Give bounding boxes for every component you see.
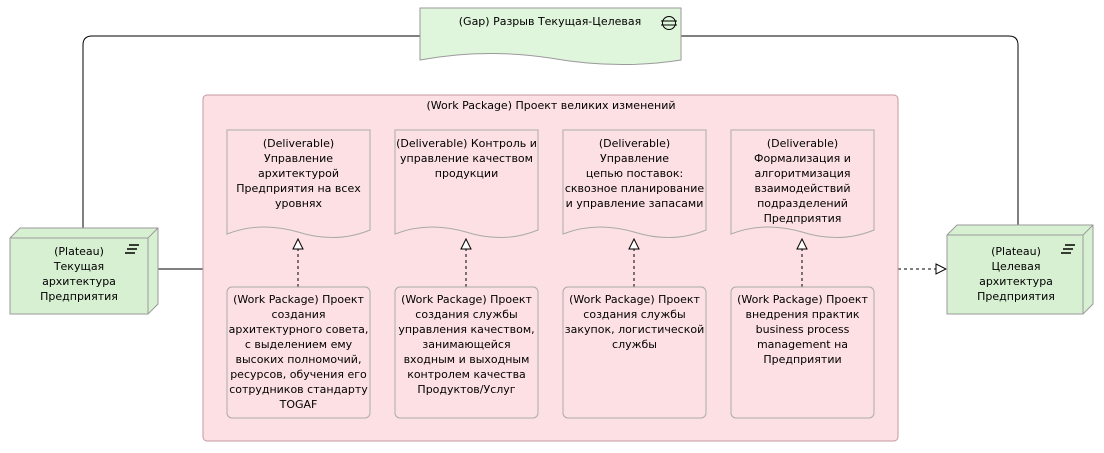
plateau-current-element[interactable] (9, 227, 159, 315)
sub-work-package-4[interactable] (730, 286, 875, 419)
deliverable-3[interactable] (562, 129, 707, 239)
sub-work-package-3[interactable] (562, 286, 707, 419)
sub-work-package-1[interactable] (226, 286, 371, 419)
deliverable-2-label: (Deliverable) Контроль и управление каче… (396, 137, 537, 180)
plateau-current-label: (Plateau) Текущая архитектура Предприяти… (40, 245, 118, 303)
deliverable-2[interactable] (394, 129, 539, 239)
gap-label: (Gap) Разрыв Текущая-Целевая (458, 15, 642, 28)
deliverable-4[interactable] (730, 129, 875, 239)
association-line-gap-target[interactable] (681, 35, 1019, 228)
deliverable-1[interactable] (226, 129, 371, 239)
work-package-main-label: (Work Package) Проект великих изменений (426, 99, 676, 112)
sub-work-package-4-label: (Work Package) Проект внедрения практик … (737, 293, 868, 366)
deliverable-4-label: (Deliverable) Формализация и алгоритмиза… (754, 137, 851, 225)
plateau-target-element[interactable] (946, 224, 1094, 315)
sub-work-package-1-label: (Work Package) Проект создания архитекту… (228, 293, 369, 411)
sub-work-package-2-label: (Work Package) Проект создания службы уп… (398, 293, 535, 396)
plateau-target-label: (Plateau) Целевая архитектура Предприяти… (977, 245, 1055, 303)
deliverable-1-label: (Deliverable) Управление архитектурой Пр… (236, 137, 361, 210)
deliverable-3-label: (Deliverable) Управление цепью поставок:… (564, 137, 705, 210)
work-package-main[interactable] (202, 94, 899, 442)
association-line-gap-current[interactable] (82, 35, 420, 228)
plateau-icon (125, 244, 139, 254)
plateau-icon (1061, 244, 1075, 254)
sub-work-package-3-label: (Work Package) Проект создания службы за… (564, 293, 705, 351)
sub-work-package-2[interactable] (394, 286, 539, 419)
gap-icon (661, 16, 677, 30)
gap-element[interactable] (419, 7, 682, 66)
